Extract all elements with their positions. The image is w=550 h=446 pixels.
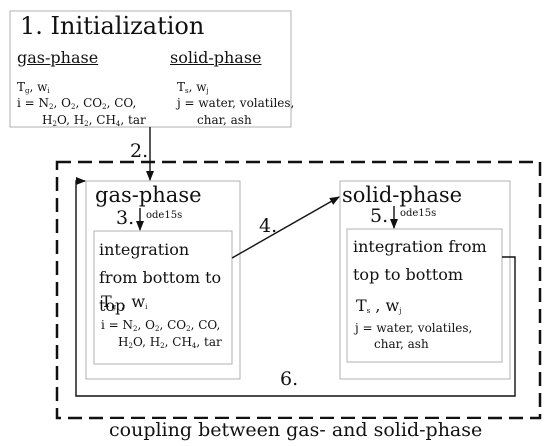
gas-solver-label: ode15s bbox=[146, 210, 183, 221]
gas-integration-box bbox=[93, 230, 233, 365]
solid-solver-label: ode15s bbox=[400, 208, 437, 219]
gas-box-species-line2: H2O, H2, CH4, tar bbox=[118, 335, 222, 350]
solid-box-species: j = water, volatiles, bbox=[355, 321, 473, 335]
gas-integration-text: integration from bottom to top bbox=[99, 240, 222, 315]
solid-integration-text: integration from top to bottom bbox=[353, 237, 487, 284]
init-gas-species-line2: H2O, H2, CH4, tar bbox=[42, 113, 146, 128]
solid-phase-title: solid-phase bbox=[342, 183, 463, 207]
init-gas-vars: Tg, wi bbox=[17, 80, 50, 95]
step4-label: 4. bbox=[259, 215, 278, 237]
gas-phase-title: gas-phase bbox=[95, 183, 202, 207]
init-solid-species-line2: char, ash bbox=[197, 113, 252, 127]
solid-integration-box bbox=[346, 228, 503, 363]
step5-label: 5. bbox=[370, 205, 389, 227]
step2-label: 2. bbox=[130, 140, 149, 162]
init-title-text: Initialization bbox=[50, 12, 205, 40]
gas-phase-box bbox=[85, 180, 241, 380]
gas-box-species: i = N2, O2, CO2, CO, bbox=[101, 318, 221, 333]
init-gas-species: i = N2, O2, CO2, CO, bbox=[17, 96, 137, 111]
coupling-label: coupling between gas- and solid-phase bbox=[107, 419, 485, 441]
solid-phase-box bbox=[339, 180, 511, 380]
gas-box-vars: Tg , wi bbox=[101, 292, 148, 311]
coupling-frame bbox=[55, 160, 542, 420]
solid-box-vars: Ts , wj bbox=[356, 296, 402, 315]
step6-label: 6. bbox=[280, 368, 299, 390]
init-gas-heading: gas-phase bbox=[17, 48, 99, 67]
init-solid-species: j = water, volatiles, bbox=[177, 96, 295, 110]
step3-label: 3. bbox=[116, 207, 135, 229]
init-solid-vars: Ts, wj bbox=[177, 80, 209, 95]
init-title: 1. Initialization bbox=[20, 12, 204, 40]
solid-box-species-line2: char, ash bbox=[374, 337, 429, 351]
init-solid-heading: solid-phase bbox=[170, 48, 262, 67]
arrow-step6 bbox=[75, 177, 516, 397]
arrow-step4 bbox=[231, 196, 340, 259]
init-step-number: 1. bbox=[20, 12, 43, 40]
